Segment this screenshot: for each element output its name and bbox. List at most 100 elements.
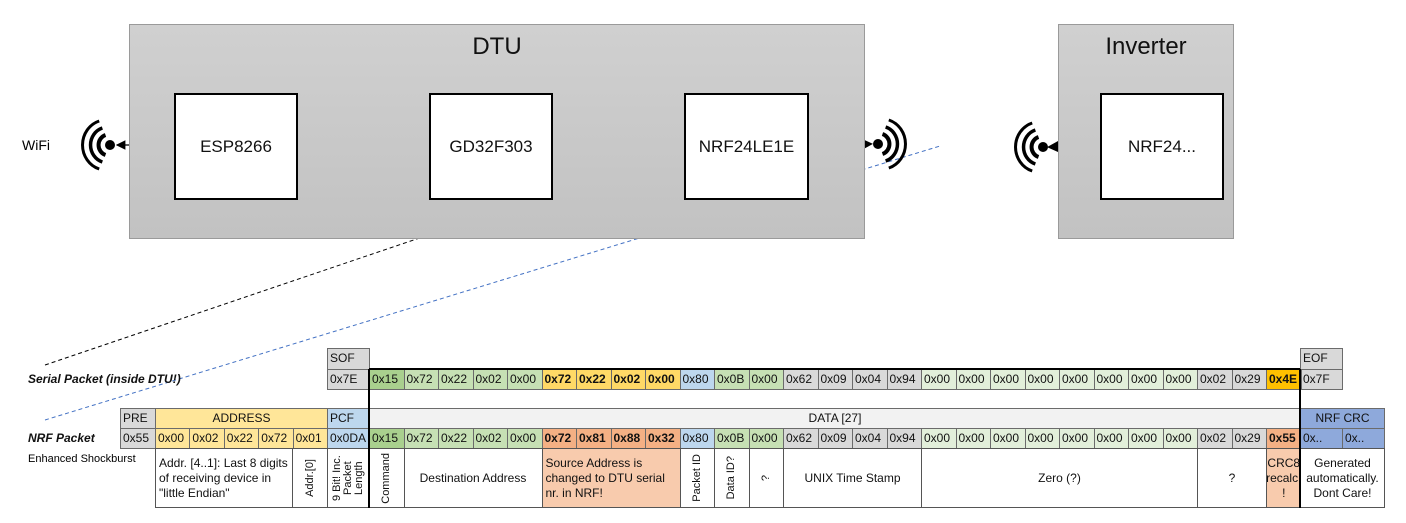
field-description: Zero (?) [921, 448, 1198, 508]
field-description-text: Zero (?) [1038, 470, 1081, 485]
nrf-byte: 0x00 [1128, 428, 1164, 449]
nrf-byte: 0x00 [955, 428, 991, 449]
serial-byte: 0x00 [955, 369, 991, 390]
address-byte: 0x72 [258, 428, 294, 449]
serial-byte: 0x22 [576, 369, 612, 390]
nrf-byte: 0x32 [645, 428, 681, 449]
field-description: ? [1197, 448, 1267, 508]
field-description: Source Address is changed to DTU serial … [541, 448, 681, 508]
serial-packet-label: Serial Packet (inside DTU!) [28, 372, 181, 386]
nrf-byte: 0x00 [507, 428, 543, 449]
nrf-packet-label: NRF Packet [28, 431, 95, 445]
serial-byte: 0x72 [541, 369, 577, 390]
serial-byte: 0x00 [1162, 369, 1198, 390]
pre-byte: 0x55 [120, 428, 156, 449]
nrf24le1e-chip: NRF24LE1E [684, 93, 809, 200]
field-description: ? [748, 448, 784, 508]
data-header: DATA [27] [369, 408, 1301, 429]
inverter-title: Inverter [1105, 33, 1187, 60]
field-description: Data ID? [714, 448, 750, 508]
nrf-antenna-icon [873, 118, 907, 170]
nrf-byte: 0x55 [1266, 428, 1302, 449]
serial-byte: 0x0B [714, 369, 750, 390]
nrf-byte: 0x00 [1024, 428, 1060, 449]
eof-byte: 0x7F [1300, 369, 1343, 390]
address-byte: 0x02 [189, 428, 225, 449]
address-header: ADDRESS [155, 408, 328, 429]
serial-byte: 0x29 [1231, 369, 1267, 390]
serial-byte: 0x00 [507, 369, 543, 390]
serial-byte: 0x94 [886, 369, 922, 390]
serial-byte: 0x02 [1197, 369, 1233, 390]
address-byte: 0x00 [155, 428, 191, 449]
address-byte: 0x22 [223, 428, 260, 449]
serial-byte: 0x02 [472, 369, 508, 390]
serial-byte: 0x72 [403, 369, 439, 390]
nrf-byte: 0x80 [679, 428, 715, 449]
serial-byte: 0x09 [817, 369, 853, 390]
nrf-byte: 0x29 [1231, 428, 1267, 449]
gd32f303-chip: GD32F303 [429, 93, 553, 200]
data-start-divider [368, 369, 370, 508]
dtu-title: DTU [472, 33, 522, 60]
serial-byte: 0x02 [610, 369, 646, 390]
nrf-byte: 0x00 [921, 428, 957, 449]
nrf-crc-description: Generated automatically. Dont Care! [1300, 448, 1385, 508]
serial-byte: 0x04 [852, 369, 888, 390]
sof-header: SOF [327, 348, 370, 370]
nrf-sublabel: Enhanced Shockburst [28, 453, 136, 465]
serial-byte: 0x00 [921, 369, 957, 390]
nrf-byte: 0x94 [886, 428, 922, 449]
nrf-byte: 0x00 [1093, 428, 1129, 449]
nrf-crc-description-text: Generated automatically. Dont Care! [1306, 455, 1379, 500]
field-description-text: ? [1228, 470, 1236, 485]
serial-byte: 0x00 [645, 369, 681, 390]
nrf-byte: 0x88 [610, 428, 646, 449]
serial-byte: 0x4E [1266, 369, 1302, 390]
esp8266-chip: ESP8266 [174, 93, 298, 200]
nrf-crc-byte: 0x.. [1300, 428, 1343, 449]
serial-data-top-border [369, 368, 1300, 370]
field-description-text: Destination Address [419, 470, 527, 485]
wifi-label: WiFi [22, 137, 50, 153]
pcf-description-text: 9 Bit! Inc. Packet Length [331, 455, 365, 501]
address-description: Addr. [4..1]: Last 8 digits of receiving… [155, 448, 293, 508]
nrf-byte: 0x09 [817, 428, 853, 449]
field-description: UNIX Time Stamp [783, 448, 922, 508]
nrf-byte: 0x00 [748, 428, 784, 449]
field-description-text: UNIX Time Stamp [804, 470, 901, 485]
eof-header: EOF [1300, 348, 1343, 370]
field-description: CRC8 recalc. ! [1266, 448, 1302, 508]
nrf-byte: 0x04 [852, 428, 888, 449]
wifi-antenna-icon [81, 119, 115, 171]
pcf-header: PCF [327, 408, 370, 429]
nrf-byte: 0x02 [472, 428, 508, 449]
serial-byte: 0x22 [438, 369, 474, 390]
nrf-byte: 0x00 [1162, 428, 1198, 449]
field-description-text: Packet ID [690, 454, 703, 502]
nrf-byte: 0x62 [783, 428, 819, 449]
nrf-crc-byte: 0x.. [1342, 428, 1385, 449]
serial-byte: 0x00 [990, 369, 1026, 390]
nrf-byte: 0x72 [541, 428, 577, 449]
nrf-byte: 0x00 [1059, 428, 1095, 449]
field-description-text: Source Address is changed to DTU serial … [545, 455, 665, 500]
serial-byte: 0x00 [748, 369, 784, 390]
serial-byte: 0x00 [1128, 369, 1164, 390]
serial-byte: 0x15 [369, 369, 405, 390]
address-description-text: Addr. [4..1]: Last 8 digits of receiving… [159, 455, 288, 500]
nrf-byte: 0x00 [990, 428, 1026, 449]
addr0-description-text: Addr.[0] [303, 459, 316, 497]
field-description-text: CRC8 recalc. ! [1266, 455, 1302, 500]
nrf-byte: 0x72 [403, 428, 439, 449]
field-description: Command [369, 448, 405, 508]
data-end-divider [1299, 369, 1301, 508]
serial-byte: 0x00 [1093, 369, 1129, 390]
inverter-nrf-chip: NRF24... [1100, 93, 1224, 200]
serial-byte: 0x62 [783, 369, 819, 390]
nrf-byte: 0x81 [576, 428, 612, 449]
field-description: Destination Address [403, 448, 543, 508]
addr0-description: Addr.[0] [292, 448, 328, 508]
nrf-byte: 0x02 [1197, 428, 1233, 449]
sof-byte: 0x7E [327, 369, 370, 390]
